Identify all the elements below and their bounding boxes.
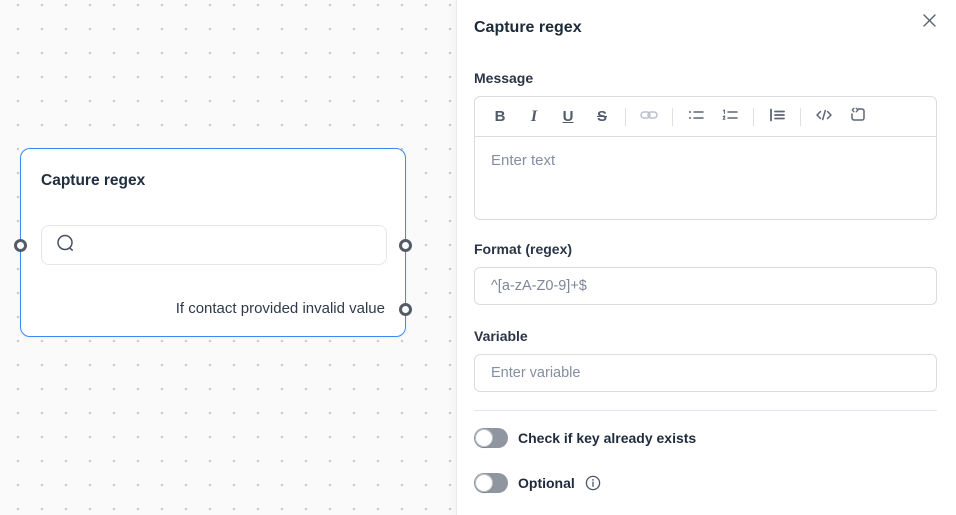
flow-canvas[interactable]: Capture regex If contact provided invali… <box>0 0 456 515</box>
invalid-branch-label: If contact provided invalid value <box>175 300 385 317</box>
optional-toggle[interactable] <box>474 473 508 493</box>
strikethrough-button[interactable]: S <box>591 106 613 128</box>
ordered-list-icon <box>722 107 738 127</box>
bullet-list-icon <box>688 107 704 127</box>
format-regex-label: Format (regex) <box>474 241 573 257</box>
input-port[interactable] <box>14 239 27 252</box>
ordered-list-button[interactable] <box>719 106 741 128</box>
capture-regex-settings-panel: Capture regex Message B I U S <box>456 0 956 515</box>
link-button[interactable] <box>638 106 660 128</box>
check-key-toggle[interactable] <box>474 428 508 448</box>
section-divider <box>474 410 937 411</box>
code-block-button[interactable] <box>847 106 869 128</box>
code-button[interactable] <box>813 106 835 128</box>
toolbar-divider <box>753 107 754 126</box>
variable-label: Variable <box>474 328 528 344</box>
panel-header: Capture regex <box>474 14 937 37</box>
close-icon <box>922 13 937 31</box>
format-regex-input[interactable] <box>474 267 937 305</box>
code-block-icon <box>849 106 867 127</box>
link-icon <box>640 107 658 127</box>
check-key-toggle-label: Check if key already exists <box>518 430 697 446</box>
toolbar-divider <box>672 107 673 126</box>
italic-button[interactable]: I <box>523 106 545 128</box>
capture-regex-node[interactable]: Capture regex If contact provided invali… <box>14 148 412 337</box>
bullet-list-button[interactable] <box>685 106 707 128</box>
blockquote-icon <box>769 107 785 127</box>
info-icon[interactable] <box>585 475 601 491</box>
bold-button[interactable]: B <box>489 106 511 128</box>
optional-toggle-label: Optional <box>518 475 575 491</box>
check-key-toggle-row: Check if key already exists <box>474 428 937 448</box>
panel-title: Capture regex <box>474 19 582 36</box>
output-port[interactable] <box>399 239 412 252</box>
node-title: Capture regex <box>41 172 146 189</box>
message-text-area[interactable]: Enter text <box>475 137 936 219</box>
message-editor: B I U S <box>474 96 937 220</box>
toggle-knob <box>475 429 493 447</box>
code-icon <box>815 107 833 127</box>
underline-button[interactable]: U <box>557 106 579 128</box>
variable-input[interactable] <box>474 354 937 392</box>
toolbar-divider <box>625 107 626 126</box>
toggle-knob <box>475 474 493 492</box>
toolbar-divider <box>800 107 801 126</box>
node-message-preview[interactable] <box>41 225 387 265</box>
message-placeholder: Enter text <box>491 152 556 169</box>
invalid-output-port[interactable] <box>399 303 412 316</box>
chat-bubble-icon <box>54 232 76 259</box>
message-label: Message <box>474 70 534 86</box>
optional-toggle-row: Optional <box>474 473 937 493</box>
close-button[interactable] <box>916 9 942 35</box>
blockquote-button[interactable] <box>766 106 788 128</box>
editor-toolbar: B I U S <box>475 97 936 137</box>
